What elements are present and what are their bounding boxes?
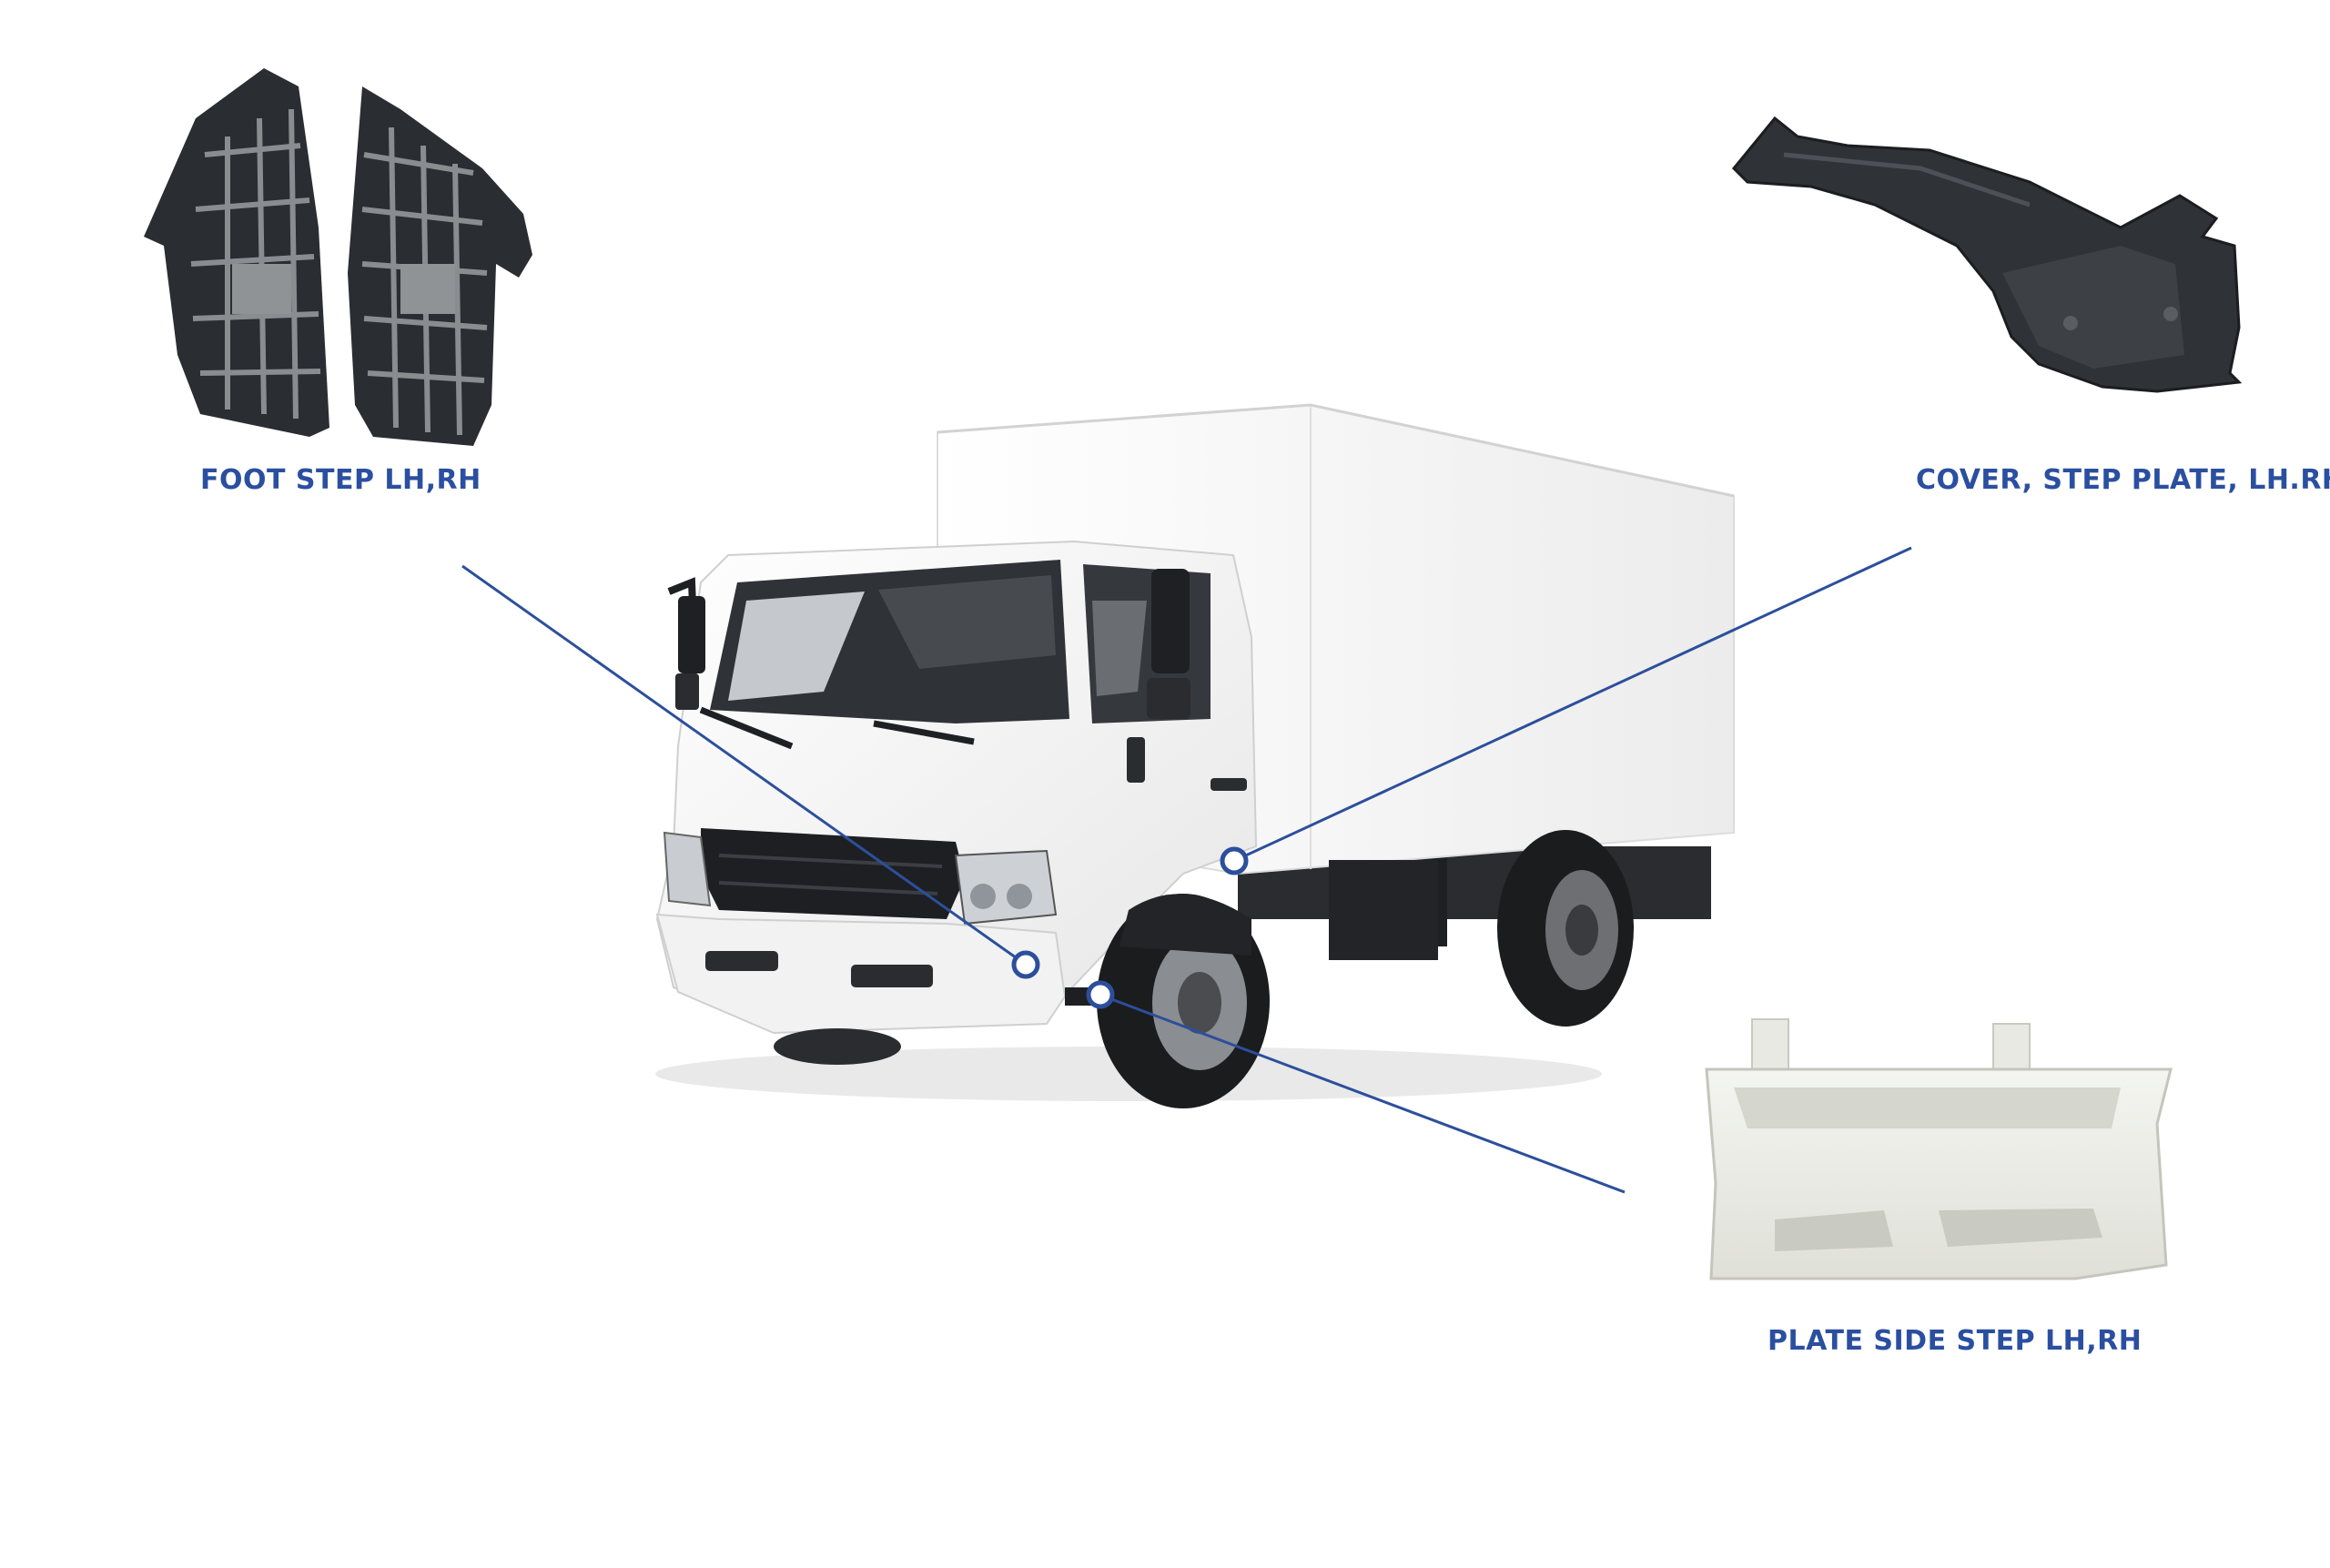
- foot-step-grille-icon: [144, 68, 532, 446]
- label-plate-side-step: PLATE SIDE STEP LH,RH: [1768, 1325, 2143, 1357]
- front-grille: [701, 828, 965, 919]
- callout-dot-foot-step: [1011, 950, 1040, 979]
- leader-line-plate-side-step: [1099, 993, 1626, 1194]
- label-cover-step-plate: COVER, STEP PLATE, LH.RH: [1916, 464, 2330, 496]
- callout-dot-plate-side-step: [1086, 980, 1115, 1009]
- side-step-plate-icon: [1705, 1018, 2173, 1280]
- callout-dot-cover-step-plate: [1220, 846, 1249, 875]
- rear-wheel: [1497, 830, 1634, 1027]
- label-foot-step: FOOT STEP LH,RH: [200, 464, 481, 496]
- leader-line-foot-step: [461, 564, 1020, 962]
- leader-line-cover-step-plate: [1235, 546, 1912, 862]
- box-truck-illustration: [655, 403, 1735, 1108]
- step-plate-cover-icon: [1731, 116, 2243, 393]
